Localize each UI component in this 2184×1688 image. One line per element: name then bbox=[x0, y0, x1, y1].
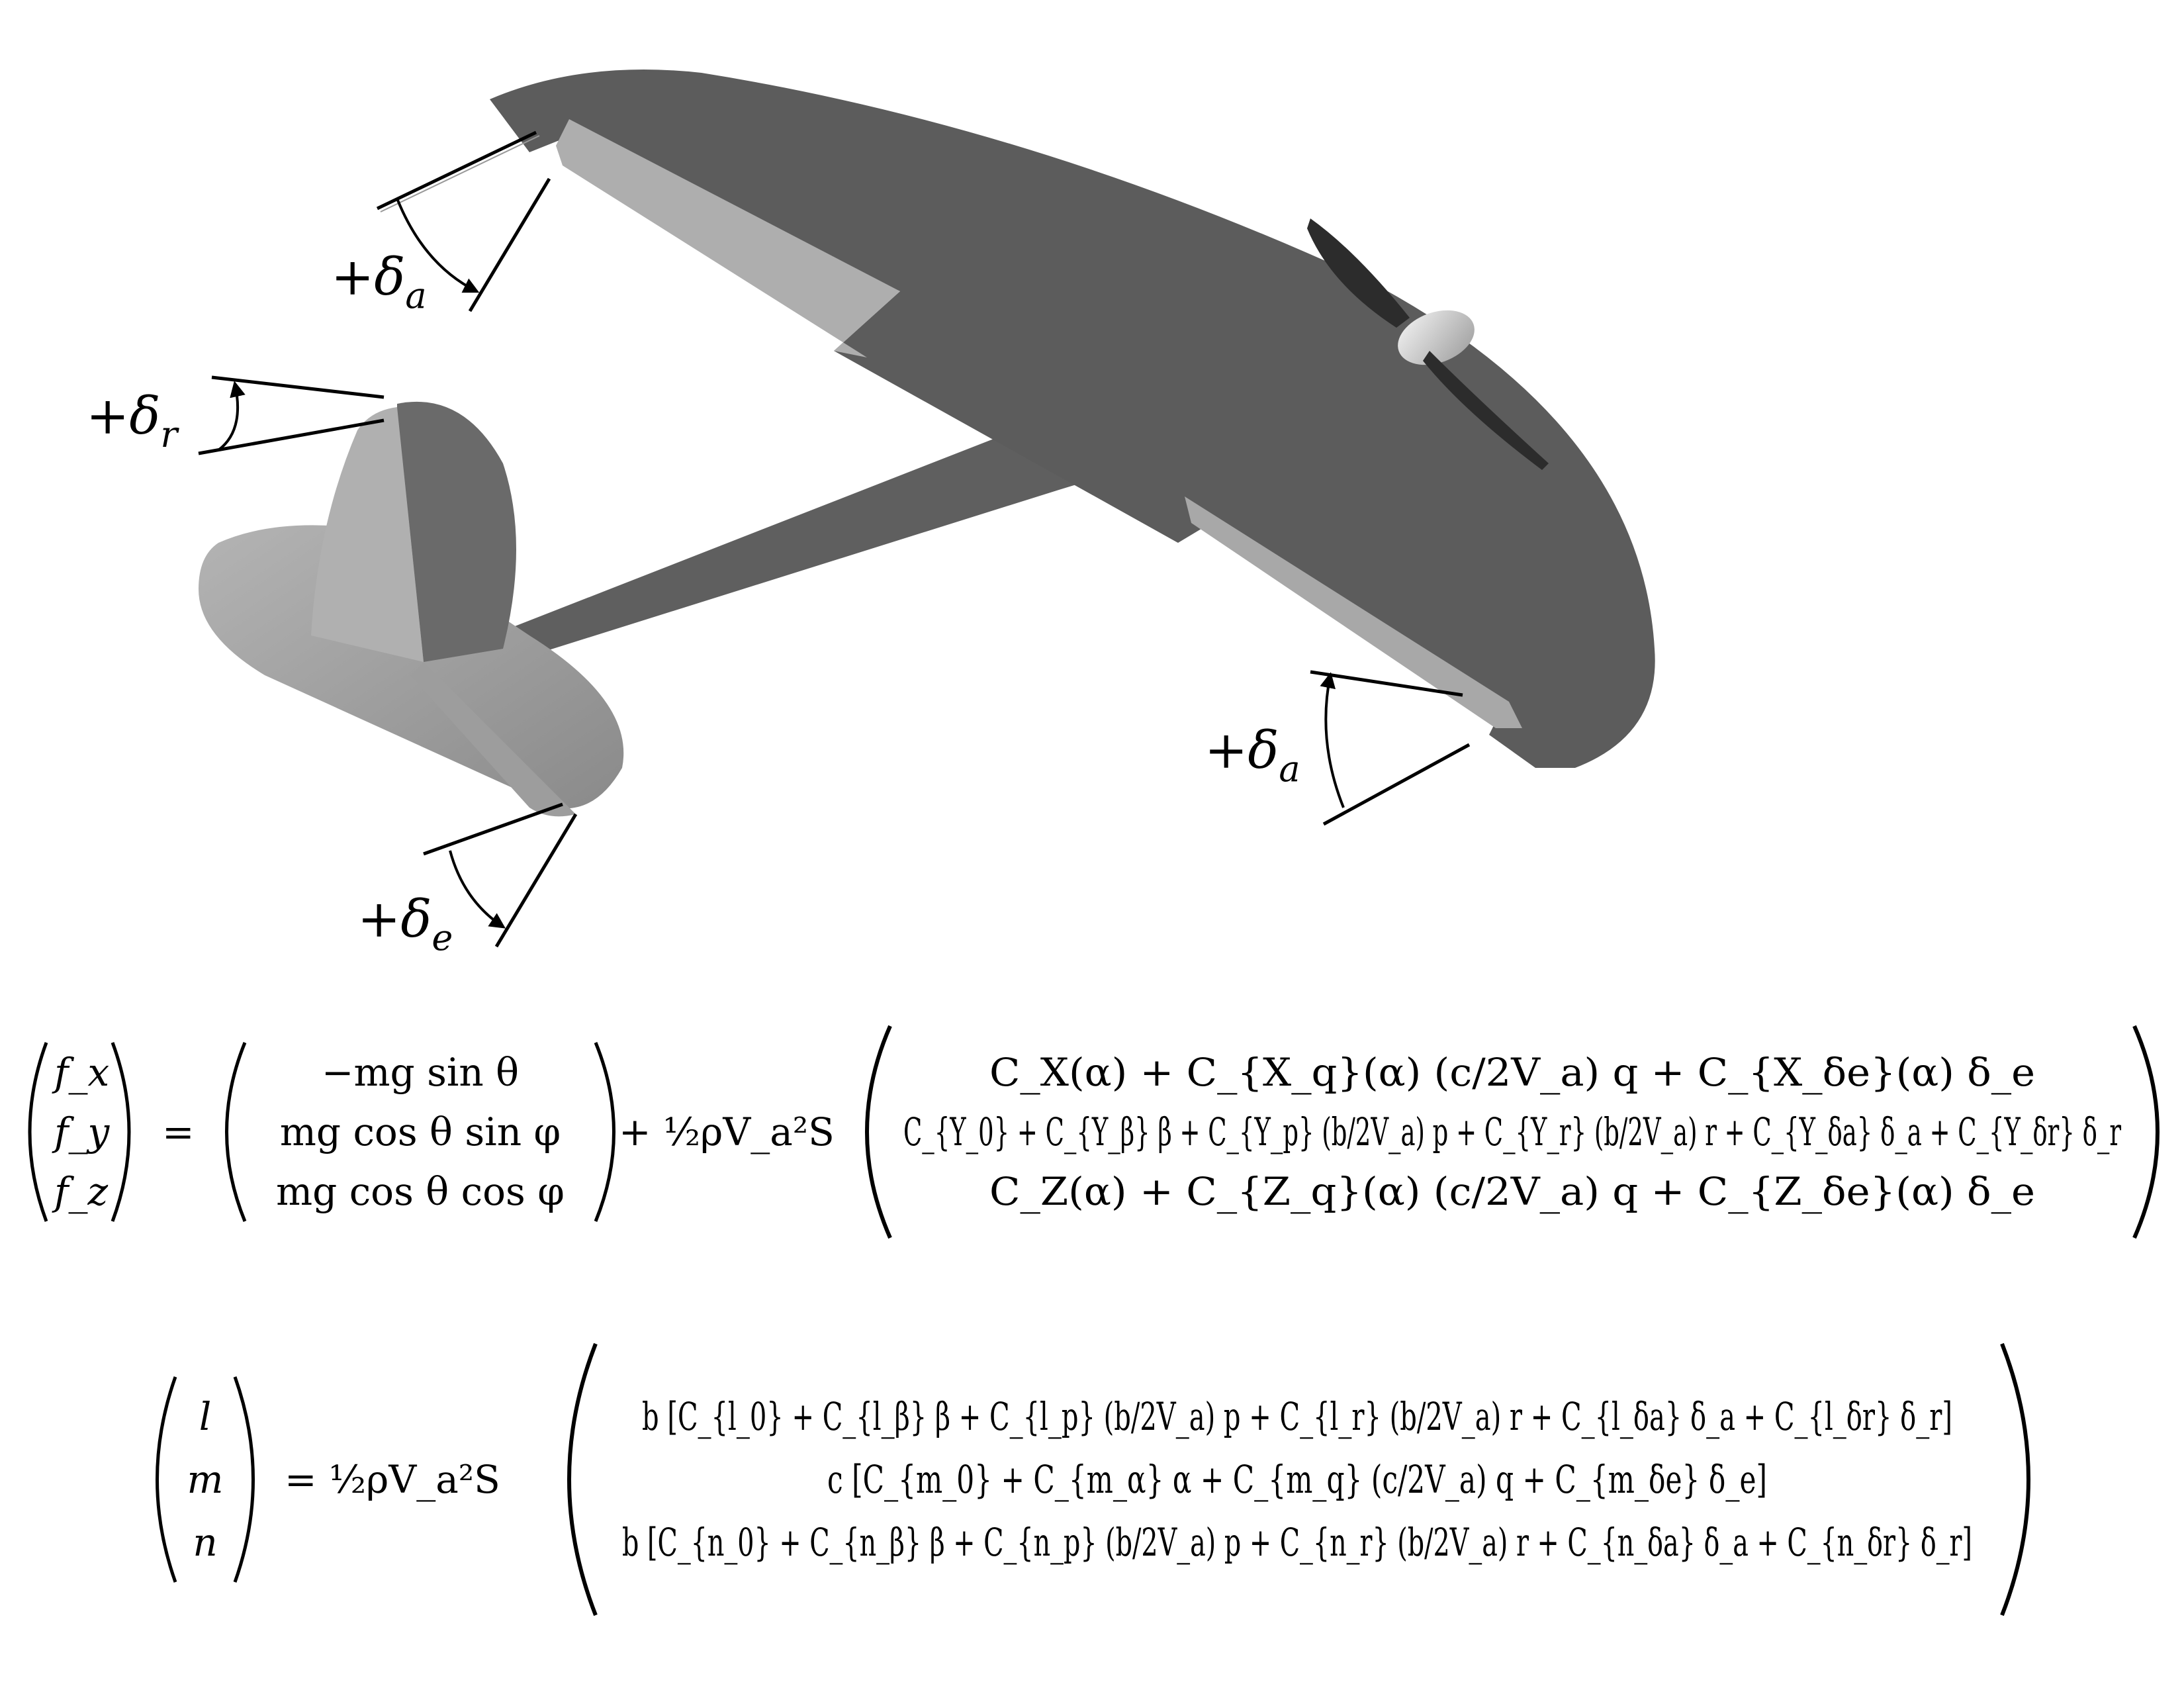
aircraft-illustration bbox=[199, 70, 1655, 817]
force-lhs-fz: f_z bbox=[52, 1169, 108, 1214]
main-wing bbox=[490, 70, 1655, 768]
spinner bbox=[1398, 310, 1475, 365]
elevator-annotation bbox=[423, 802, 578, 948]
gravity-row-1: −mg sin θ bbox=[322, 1050, 519, 1095]
elevator-label: +δe bbox=[357, 890, 453, 959]
force-aero-row-x: C_X(α) + C_{X_q}(α) (c/2V_a) q + C_{X_δe… bbox=[989, 1050, 2035, 1095]
force-lhs-bracket-left bbox=[28, 1042, 48, 1222]
moment-aero-bracket-left bbox=[567, 1342, 598, 1617]
moment-aero-row-m: c [C_{m_0} + C_{m_α} α + C_{m_q} (c/2V_a… bbox=[827, 1457, 1767, 1502]
aileron-top-annotation bbox=[376, 130, 551, 312]
moment-aero-row-l: b [C_{l_0} + C_{l_β} β + C_{l_p} (b/2V_a… bbox=[642, 1394, 1952, 1439]
moment-aero-row-n: b [C_{n_0} + C_{n_β} β + C_{n_p} (b/2V_a… bbox=[622, 1520, 1972, 1565]
force-prefactor: + ½ρV_a²S bbox=[619, 1109, 835, 1154]
rudder-surface bbox=[311, 407, 424, 662]
force-aero-row-z: C_Z(α) + C_{Z_q}(α) (c/2V_a) q + C_{Z_δe… bbox=[989, 1169, 2035, 1214]
aileron-left bbox=[556, 119, 900, 357]
gravity-bracket-left bbox=[225, 1042, 247, 1222]
gravity-row-2: mg cos θ sin φ bbox=[280, 1109, 561, 1154]
propeller-blade-upper bbox=[1307, 218, 1410, 328]
gravity-row-3: mg cos θ cos φ bbox=[276, 1169, 565, 1214]
moment-lhs-l: l bbox=[199, 1394, 212, 1439]
aileron-right bbox=[1185, 496, 1522, 728]
force-equals: = bbox=[162, 1109, 195, 1154]
moment-prefactor: = ½ρV_a²S bbox=[285, 1457, 500, 1502]
force-aero-bracket-right bbox=[2132, 1025, 2160, 1239]
aileron-bottom-annotation bbox=[1310, 670, 1471, 826]
force-aero-row-y: C_{Y_0} + C_{Y_β} β + C_{Y_p} (b/2V_a) p… bbox=[903, 1109, 2121, 1154]
propeller-blade-lower bbox=[1423, 351, 1549, 470]
force-lhs-fx: f_x bbox=[52, 1050, 109, 1095]
moment-lhs-bracket-right bbox=[233, 1376, 255, 1583]
moment-equation: l m n = ½ρV_a²S b [C_{l_0} + C_{l_β} β +… bbox=[156, 1342, 2030, 1617]
force-equation: f_x f_y f_z = −mg sin θ mg cos θ sin φ m… bbox=[28, 1025, 2160, 1239]
aileron-top-label: +δa bbox=[331, 248, 427, 316]
force-lhs-fy: f_y bbox=[52, 1109, 110, 1154]
aileron-bottom-label: +δa bbox=[1205, 721, 1300, 790]
moment-aero-bracket-right bbox=[2000, 1342, 2030, 1617]
moment-lhs-bracket-left bbox=[156, 1376, 177, 1583]
horizontal-tail bbox=[199, 525, 624, 809]
rudder-label: +δr bbox=[86, 387, 179, 455]
vertical-tail bbox=[397, 401, 516, 662]
moment-lhs-m: m bbox=[187, 1457, 224, 1502]
rudder-annotation bbox=[198, 375, 385, 455]
moment-lhs-n: n bbox=[193, 1520, 217, 1565]
elevator-surface bbox=[410, 662, 576, 817]
force-aero-bracket-left bbox=[865, 1025, 892, 1239]
gravity-bracket-right bbox=[594, 1042, 615, 1222]
force-lhs-bracket-right bbox=[111, 1042, 131, 1222]
